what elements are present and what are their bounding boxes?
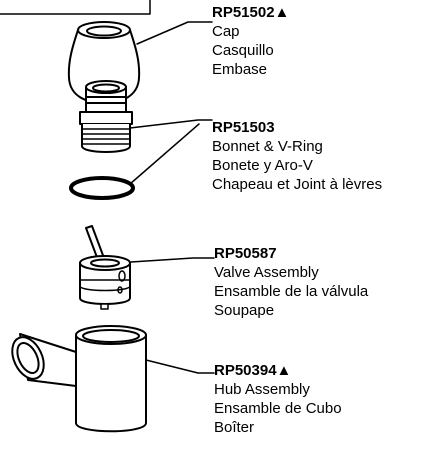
part-label-cap: RP51502▲ Cap Casquillo Embase [212,3,289,79]
part-name-spanish: Casquillo [212,42,274,59]
leader-line-cap [136,21,213,45]
leader-line-valve [130,257,215,263]
part-name-english: Cap [212,23,240,40]
part-label-bonnet: RP51503 Bonnet & V-Ring Bonete y Aro-V C… [212,118,382,194]
part-name-english: Hub Assembly [214,381,310,398]
part-number: RP50587 [214,245,277,262]
hub-assembly-icon [11,325,147,433]
part-label-valve-assembly: RP50587 Valve Assembly Ensamble de la vá… [214,244,368,320]
valve-assembly-icon [79,225,131,310]
bonnet-icon [79,80,133,153]
part-name-english: Valve Assembly [214,264,319,281]
part-name-spanish: Ensamble de Cubo [214,400,342,417]
leader-line-bonnet [129,119,213,129]
v-ring-icon [69,176,135,200]
part-name-english: Bonnet & V-Ring [212,138,323,155]
leader-lines [129,21,215,374]
part-number: RP51503 [212,119,275,136]
part-number: RP50394▲ [214,362,292,379]
part-number: RP51502▲ [212,4,290,21]
part-name-spanish: Ensamble de la válvula [214,283,369,300]
part-label-hub-assembly: RP50394▲ Hub Assembly Ensamble de Cubo B… [214,361,342,437]
leader-line-hub [145,359,215,374]
header-box-fragment [0,0,151,15]
part-name-spanish: Bonete y Aro-V [212,157,313,174]
part-name-french: Boîter [214,419,255,436]
part-name-french: Embase [212,61,268,78]
leader-line-v-ring [129,123,200,185]
part-name-french: Chapeau et Joint à lèvres [212,176,383,193]
part-name-french: Soupape [214,302,275,319]
